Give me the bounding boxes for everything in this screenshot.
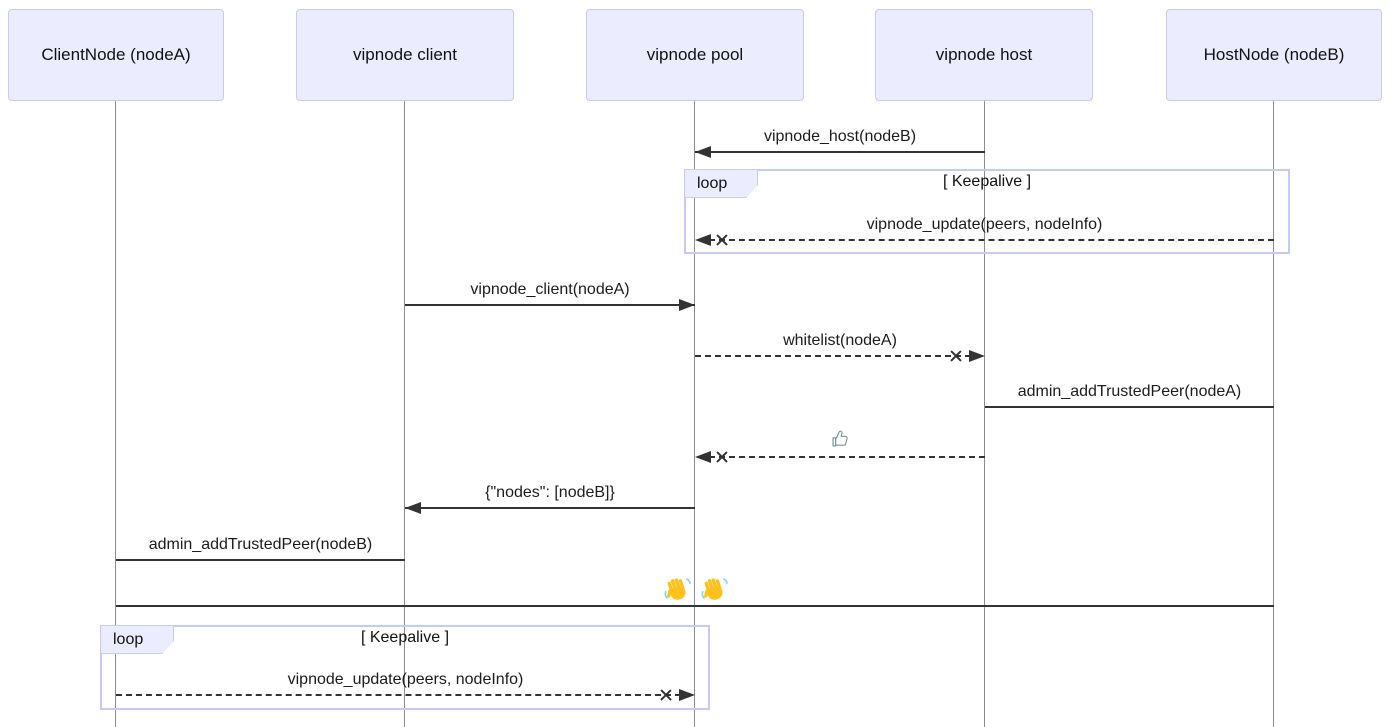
cross-marker-icon <box>715 233 729 247</box>
lifeline-vipnode-host <box>984 101 985 727</box>
loop-label: loop <box>697 174 728 192</box>
arrowhead-icon <box>695 234 711 246</box>
message-line <box>405 507 695 509</box>
arrowhead-icon <box>679 299 695 311</box>
arrowhead-icon <box>679 689 695 701</box>
loop-tab: loop <box>100 625 174 654</box>
message-line <box>116 694 681 696</box>
arrowhead-icon <box>695 451 711 463</box>
actor-hostnode-b: HostNode (nodeB) <box>1166 9 1382 101</box>
lifeline-hostnode-b <box>1273 101 1274 727</box>
message-label-emoji: 👍 <box>829 427 851 449</box>
actor-label: vipnode host <box>935 45 1033 64</box>
message-line <box>985 406 1274 408</box>
message-line <box>695 355 971 357</box>
lifeline-clientnode-a <box>115 101 116 727</box>
thumbs-up-icon <box>831 430 848 447</box>
message-line <box>709 239 1274 241</box>
wave-icon <box>701 578 728 600</box>
emoji-text: 👋 👋 <box>695 589 696 590</box>
message-line <box>695 151 985 153</box>
loop-condition: [ Keepalive ] <box>942 173 1032 190</box>
actor-vipnode-host: vipnode host <box>875 9 1093 101</box>
cross-marker-icon <box>949 349 963 363</box>
loop-frame-keepalive-client: loop [ Keepalive ] <box>100 625 710 710</box>
actor-vipnode-pool: vipnode pool <box>586 9 804 101</box>
lifeline-vipnode-client <box>404 101 405 727</box>
loop-frame-keepalive-host: loop [ Keepalive ] <box>684 169 1290 254</box>
cross-marker-icon <box>715 450 729 464</box>
cross-marker-icon <box>659 688 673 702</box>
message-label: admin_addTrustedPeer(nodeB) <box>148 536 373 553</box>
message-label: vipnode_client(nodeA) <box>470 281 630 298</box>
loop-tab: loop <box>684 169 758 198</box>
message-label: vipnode_host(nodeB) <box>763 128 917 145</box>
message-label: vipnode_update(peers, nodeInfo) <box>287 671 524 688</box>
message-line <box>116 559 405 561</box>
loop-label: loop <box>113 630 144 648</box>
message-label-emoji: 👋 👋 <box>660 574 730 604</box>
actor-label: ClientNode (nodeA) <box>41 45 191 64</box>
arrowhead-icon <box>969 350 985 362</box>
lifeline-vipnode-pool <box>694 101 695 727</box>
arrowhead-icon <box>695 146 711 158</box>
actor-label: vipnode client <box>353 45 457 64</box>
loop-condition: [ Keepalive ] <box>360 629 450 646</box>
message-label: whitelist(nodeA) <box>783 332 897 349</box>
actor-label: vipnode pool <box>646 45 744 64</box>
message-label: vipnode_update(peers, nodeInfo) <box>866 216 1103 233</box>
wave-icon <box>664 578 691 600</box>
message-line <box>116 605 1274 607</box>
arrowhead-icon <box>405 502 421 514</box>
actor-vipnode-client: vipnode client <box>296 9 514 101</box>
message-line <box>709 456 985 458</box>
actor-label: HostNode (nodeB) <box>1203 45 1345 64</box>
message-label: admin_addTrustedPeer(nodeA) <box>1017 383 1242 400</box>
message-label: {"nodes": [nodeB]} <box>485 484 615 501</box>
message-line <box>405 304 695 306</box>
actor-clientnode-a: ClientNode (nodeA) <box>8 9 224 101</box>
